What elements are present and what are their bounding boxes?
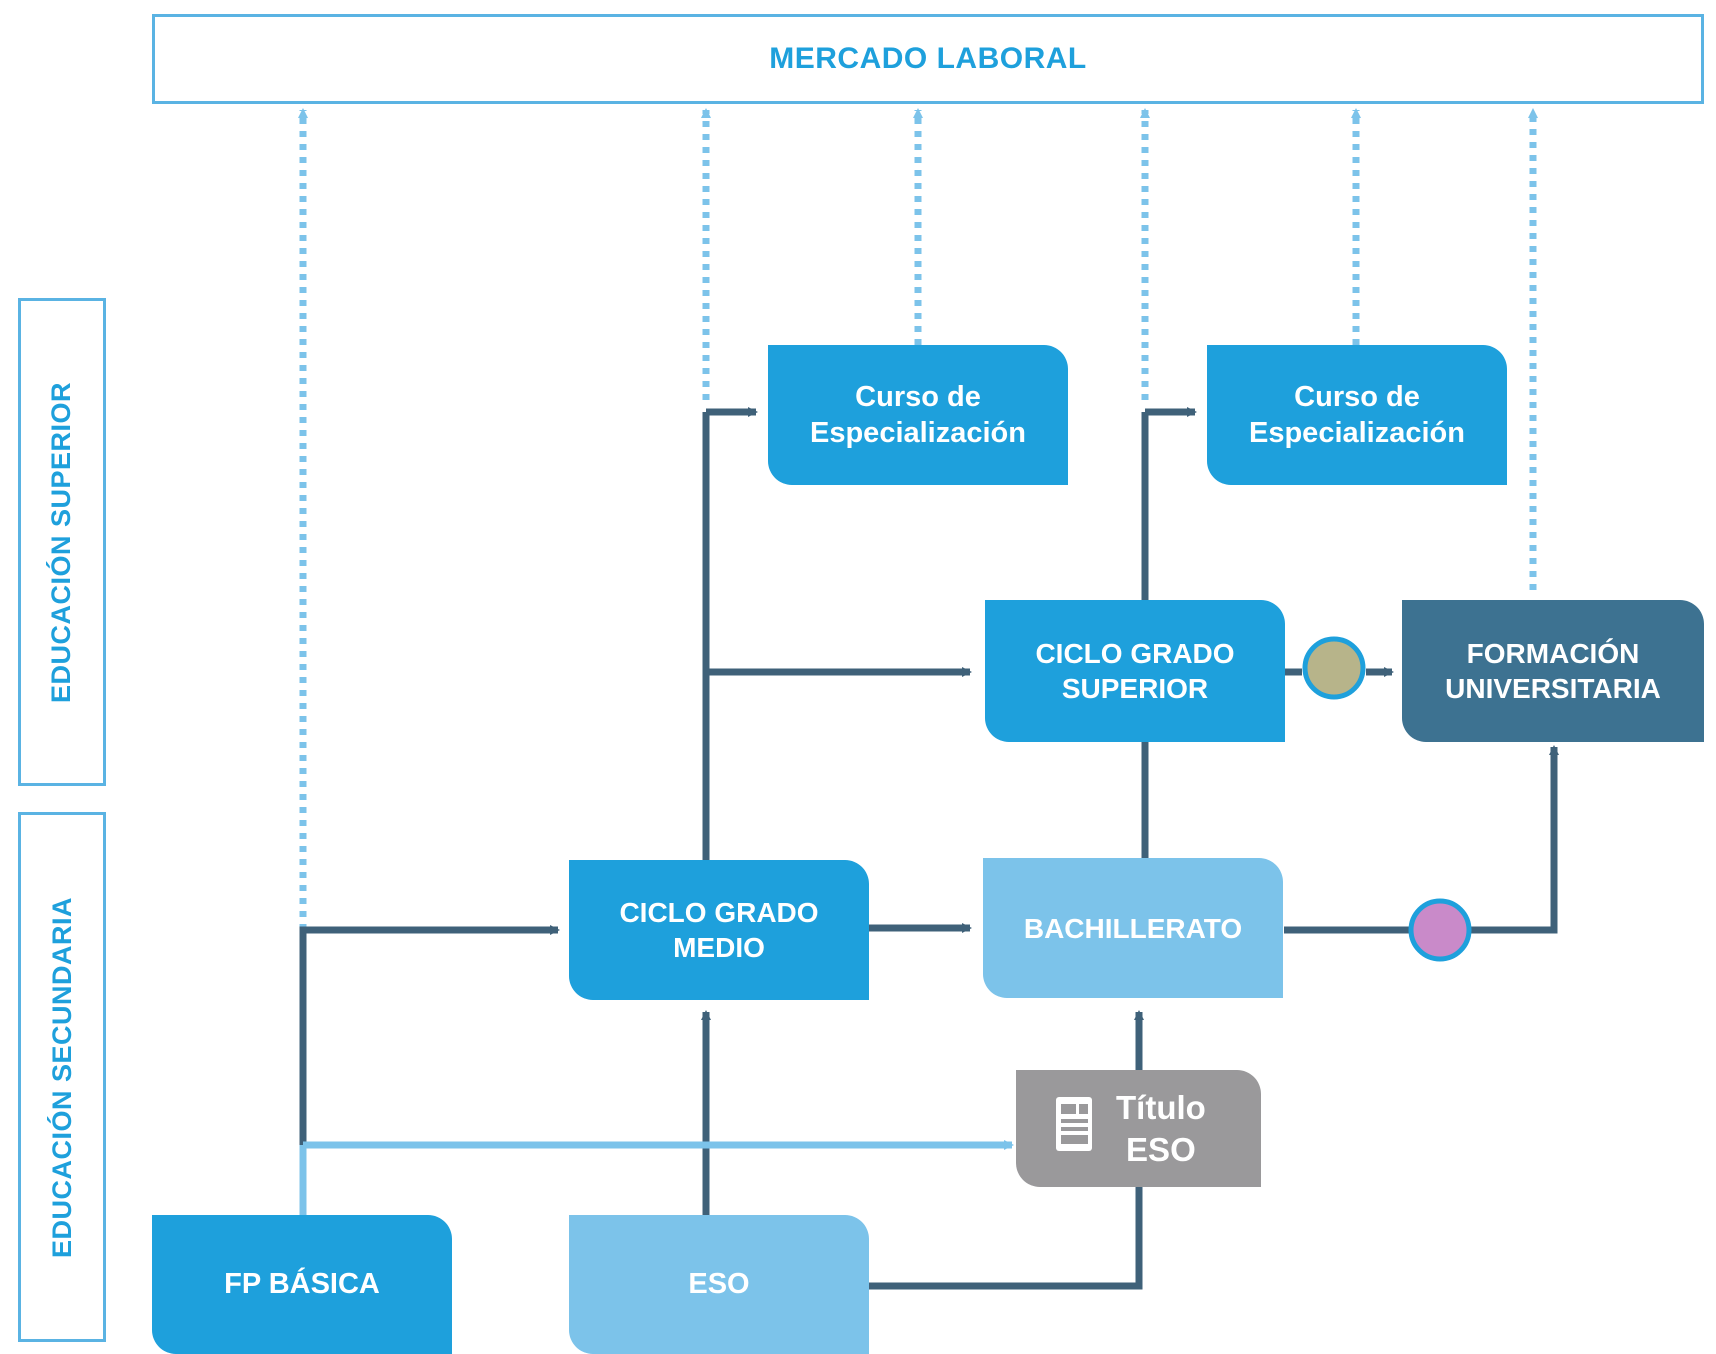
side-label-secundaria-text: EDUCACIÓN SECUNDARIA — [46, 896, 77, 1258]
node-titulo-eso-label: Título ESO — [1116, 1089, 1206, 1168]
node-curso-especializacion-2: Curso de Especialización — [1207, 345, 1507, 485]
dotted-arrows-to-market — [298, 108, 1538, 930]
line-eso-to-titulo — [866, 1187, 1143, 1290]
node-titulo-eso: Título ESO — [1016, 1070, 1261, 1187]
arrow-fpbasica-to-cgm — [299, 925, 560, 1145]
node-curso-especializacion-2-label: Curso de Especialización — [1249, 380, 1465, 449]
side-label-superior-text: EDUCACIÓN SUPERIOR — [46, 381, 77, 703]
node-eso: ESO — [569, 1215, 869, 1354]
side-label-superior: EDUCACIÓN SUPERIOR — [18, 298, 106, 786]
side-label-secundaria: EDUCACIÓN SECUNDARIA — [18, 812, 106, 1342]
node-ciclo-grado-superior-label: CICLO GRADO SUPERIOR — [1035, 638, 1235, 704]
mercado-laboral-label: MERCADO LABORAL — [769, 42, 1087, 75]
node-ciclo-grado-medio: CICLO GRADO MEDIO — [569, 860, 869, 1000]
node-ciclo-grado-superior: CICLO GRADO SUPERIOR — [985, 600, 1285, 742]
olive-circle-icon — [1302, 636, 1366, 700]
node-curso-especializacion-1-label: Curso de Especialización — [810, 380, 1026, 449]
node-fp-basica: FP BÁSICA — [152, 1215, 452, 1354]
node-bachillerato: BACHILLERATO — [983, 858, 1283, 998]
certificate-icon — [1054, 1095, 1094, 1162]
node-formacion-universitaria-label: FORMACIÓN UNIVERSITARIA — [1445, 638, 1661, 704]
node-ciclo-grado-medio-label: CICLO GRADO MEDIO — [619, 897, 819, 963]
node-bachillerato-label: BACHILLERATO — [1023, 912, 1243, 944]
node-fp-basica-label: FP BÁSICA — [224, 1268, 380, 1301]
pink-circle-icon — [1408, 898, 1472, 962]
node-curso-especializacion-1: Curso de Especialización — [768, 345, 1068, 485]
mercado-laboral-box: MERCADO LABORAL — [152, 14, 1704, 104]
node-formacion-universitaria: FORMACIÓN UNIVERSITARIA — [1402, 600, 1704, 742]
arrow-circle-to-formacion-2 — [1469, 745, 1559, 934]
node-eso-label: ESO — [688, 1268, 750, 1301]
